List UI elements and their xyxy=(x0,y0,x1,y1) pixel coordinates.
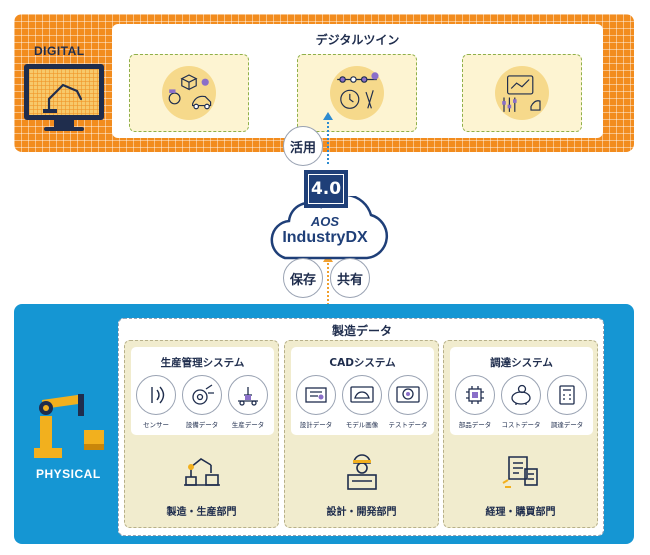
data-item: センサー xyxy=(135,375,177,429)
product-name: IndustryDX xyxy=(282,229,368,246)
department-production: 生産管理システム センサー 設備データ 生産データ xyxy=(124,340,279,528)
monitor-icon xyxy=(24,64,104,120)
system-title: CADシステム xyxy=(329,357,396,369)
use-arrow-icon xyxy=(323,112,333,120)
piggy-bank-icon xyxy=(501,375,541,415)
calculator-icon xyxy=(547,375,587,415)
car-model-icon xyxy=(342,375,382,415)
data-item: 生産データ xyxy=(227,375,269,429)
twin-card-analytics xyxy=(462,54,582,132)
engineer-icon xyxy=(347,454,377,490)
analytics-dashboard-icon xyxy=(495,66,549,120)
data-item: 設備データ xyxy=(181,375,223,429)
system-title: 調達システム xyxy=(490,357,553,369)
data-item: 部品データ xyxy=(454,375,496,429)
version-badge: 4.0 xyxy=(304,170,348,208)
manufacturing-data-title: 製造データ xyxy=(332,324,393,338)
equipment-icon xyxy=(182,375,222,415)
system-box-cad: CADシステム 設計データ モデル画像 テストデータ xyxy=(291,347,434,435)
save-share-connector-line xyxy=(327,256,329,340)
industrial-robot-icon xyxy=(34,394,104,458)
production-line-icon xyxy=(228,375,268,415)
process-planning-icon xyxy=(330,66,384,120)
data-item: テストデータ xyxy=(387,375,429,429)
use-connector-line xyxy=(327,118,329,164)
data-item: 設計データ xyxy=(295,375,337,429)
department-label: 製造・生産部門 xyxy=(166,507,237,518)
department-design: CADシステム 設計データ モデル画像 テストデータ xyxy=(284,340,439,528)
system-box-procurement: 調達システム 部品データ コストデータ 調達データ xyxy=(450,347,593,435)
department-label: 経理・購買部門 xyxy=(485,507,556,518)
department-label: 設計・開発部門 xyxy=(326,507,397,518)
product-design-icon xyxy=(162,66,216,120)
digital-twin-panel: デジタルツイン xyxy=(112,24,603,138)
monitor-stand xyxy=(54,120,74,128)
use-badge: 活用 xyxy=(283,126,323,166)
department-procurement: 調達システム 部品データ コストデータ 調達データ xyxy=(443,340,598,528)
physical-label: PHYSICAL xyxy=(36,467,101,481)
save-badge: 保存 xyxy=(283,258,323,298)
system-box-production: 生産管理システム センサー 設備データ 生産データ xyxy=(131,347,274,435)
monitor-base xyxy=(44,127,84,131)
factory-robot-icon xyxy=(184,458,220,486)
sensor-icon xyxy=(136,375,176,415)
blueprint-icon xyxy=(296,375,336,415)
data-item: コストデータ xyxy=(500,375,542,429)
chip-icon xyxy=(455,375,495,415)
invoice-icon xyxy=(502,456,538,488)
twin-card-product xyxy=(129,54,249,132)
share-badge: 共有 xyxy=(330,258,370,298)
brand-logo: AOS xyxy=(310,214,340,229)
test-target-icon xyxy=(388,375,428,415)
system-title: 生産管理システム xyxy=(160,357,245,369)
data-item: モデル画像 xyxy=(341,375,383,429)
version-number: 4.0 xyxy=(308,174,344,204)
digital-label: DIGITAL xyxy=(34,44,85,58)
twin-card-process xyxy=(297,54,417,132)
data-item: 調達データ xyxy=(546,375,588,429)
digital-twin-title: デジタルツイン xyxy=(315,33,400,47)
